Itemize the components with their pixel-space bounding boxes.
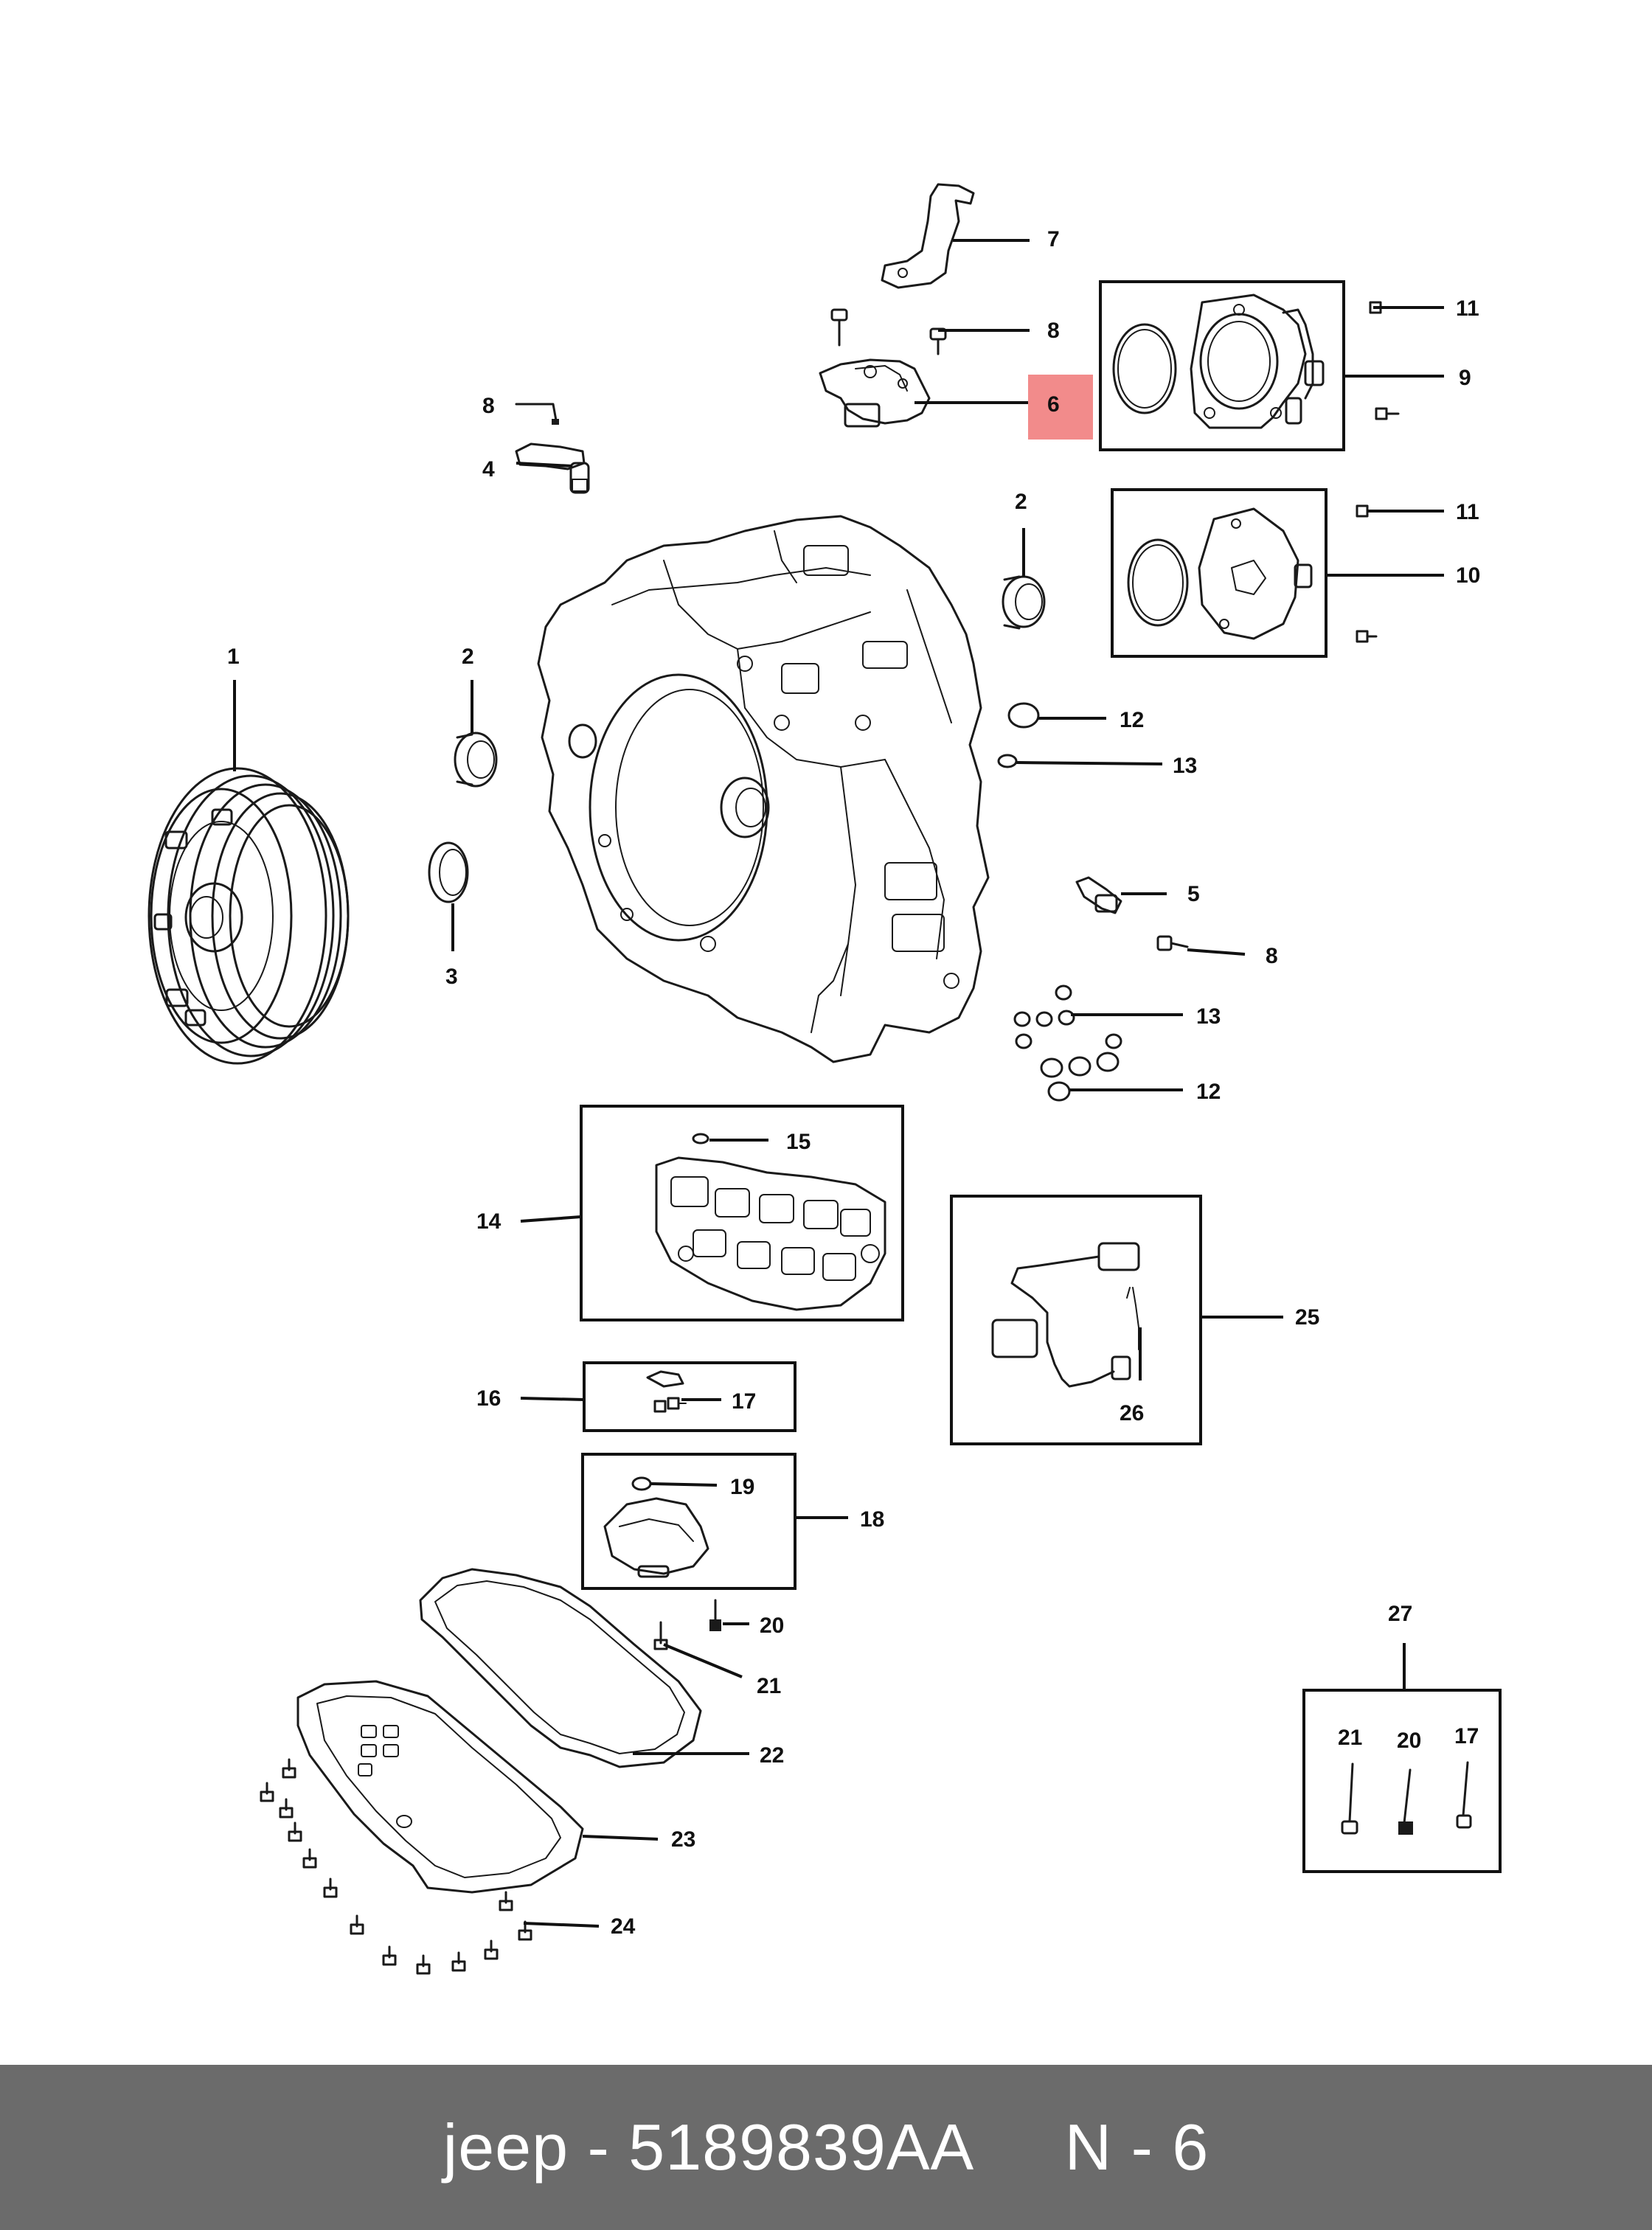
- frame-part-25: [950, 1195, 1202, 1445]
- callout-11-upper: 11: [1456, 296, 1479, 321]
- pump-seal-ring: [428, 841, 469, 903]
- cooler-assembly: [1112, 293, 1325, 429]
- valve-body: [655, 1156, 886, 1311]
- wiring-harness: [991, 1242, 1140, 1388]
- callout-19: 19: [730, 1475, 754, 1499]
- bracket: [881, 183, 975, 289]
- callout-15: 15: [786, 1130, 811, 1154]
- footer-part-label: jeep - 5189839AA N - 6: [442, 2111, 1210, 2184]
- bolt-8-top: [830, 308, 947, 355]
- callout-7: 7: [1047, 227, 1060, 251]
- callout-kit-17: 17: [1454, 1724, 1479, 1748]
- parts-diagram: 7 8 6 8 4 11 9 11 10 2 1 2 3 12 13 5 8 1…: [148, 183, 1502, 1975]
- bolt-cooler-lower: [1375, 407, 1400, 420]
- input-seal: [454, 732, 498, 788]
- o-rings-lower: [1013, 984, 1122, 1049]
- callout-5: 5: [1187, 882, 1200, 906]
- callout-11-lower: 11: [1456, 500, 1479, 524]
- callout-16: 16: [476, 1386, 501, 1411]
- callout-10: 10: [1456, 563, 1480, 588]
- transmission-range-sensor: [819, 358, 931, 428]
- callout-6: 6: [1047, 392, 1060, 417]
- callout-kit-21: 21: [1338, 1726, 1362, 1750]
- footer-bar: jeep - 5189839AA N - 6: [0, 2065, 1652, 2230]
- o-ring-15: [692, 1133, 709, 1144]
- callout-8-left: 8: [482, 394, 495, 418]
- frame-part-10: [1111, 488, 1328, 658]
- transmission-case: [537, 515, 990, 1063]
- frame-part-18: [581, 1453, 796, 1590]
- plug-upper: [1007, 702, 1040, 729]
- o-ring-19: [631, 1476, 652, 1491]
- bolts-17-small: [653, 1397, 687, 1413]
- callout-26: 26: [1120, 1401, 1144, 1425]
- bolt-20: [709, 1599, 721, 1631]
- highlight-marker-6: [1028, 375, 1093, 440]
- torque-converter: [148, 767, 350, 1065]
- oil-pan: [296, 1680, 584, 1894]
- callout-9: 9: [1459, 366, 1471, 390]
- callout-kit-20: 20: [1397, 1729, 1421, 1753]
- o-ring-upper: [997, 754, 1018, 768]
- callout-24: 24: [611, 1914, 636, 1939]
- leader-lines: [233, 239, 1444, 1928]
- callout-12-lower: 12: [1196, 1080, 1221, 1104]
- speed-sensor-left: [515, 442, 590, 494]
- frame-part-27: [1302, 1689, 1502, 1873]
- pan-bolts: [260, 1758, 532, 1975]
- kit-bolts: [1341, 1761, 1472, 1835]
- callout-14: 14: [476, 1209, 502, 1234]
- callout-1: 1: [227, 645, 240, 669]
- callout-22: 22: [760, 1743, 784, 1768]
- callout-23: 23: [671, 1827, 695, 1852]
- callout-17: 17: [732, 1389, 756, 1414]
- callout-18: 18: [860, 1507, 884, 1532]
- callout-20: 20: [760, 1614, 784, 1638]
- callout-25: 25: [1295, 1305, 1319, 1330]
- callout-13-upper: 13: [1173, 754, 1197, 778]
- callout-3: 3: [445, 965, 458, 989]
- plugs-lower: [1040, 1052, 1120, 1102]
- callout-4: 4: [482, 457, 495, 482]
- callout-12-upper: 12: [1120, 708, 1144, 732]
- bracket-16: [646, 1370, 684, 1388]
- bolt-8-right: [1156, 935, 1189, 951]
- callout-2-left: 2: [462, 645, 474, 669]
- callout-2-right: 2: [1015, 490, 1027, 514]
- bolt-cooler-alt-lower: [1356, 630, 1378, 643]
- callout-27: 27: [1388, 1602, 1412, 1626]
- frame-part-14: [580, 1105, 904, 1321]
- oil-filter: [603, 1497, 709, 1578]
- frame-part-16: [583, 1361, 796, 1432]
- output-seal: [1002, 575, 1046, 630]
- callout-13-lower: 13: [1196, 1004, 1221, 1029]
- pan-gasket: [419, 1568, 702, 1768]
- callout-21: 21: [757, 1674, 781, 1698]
- callout-8-top: 8: [1047, 319, 1060, 343]
- bolt-8-left: [515, 403, 559, 425]
- callout-labels: 7 8 6 8 4 11 9 11 10 2 1 2 3 12 13 5 8 1…: [227, 227, 1480, 1939]
- frame-part-9: [1099, 280, 1345, 451]
- callout-8-right: 8: [1266, 944, 1278, 968]
- speed-sensor-right: [1075, 876, 1122, 914]
- cooler-assembly-alt: [1127, 507, 1313, 640]
